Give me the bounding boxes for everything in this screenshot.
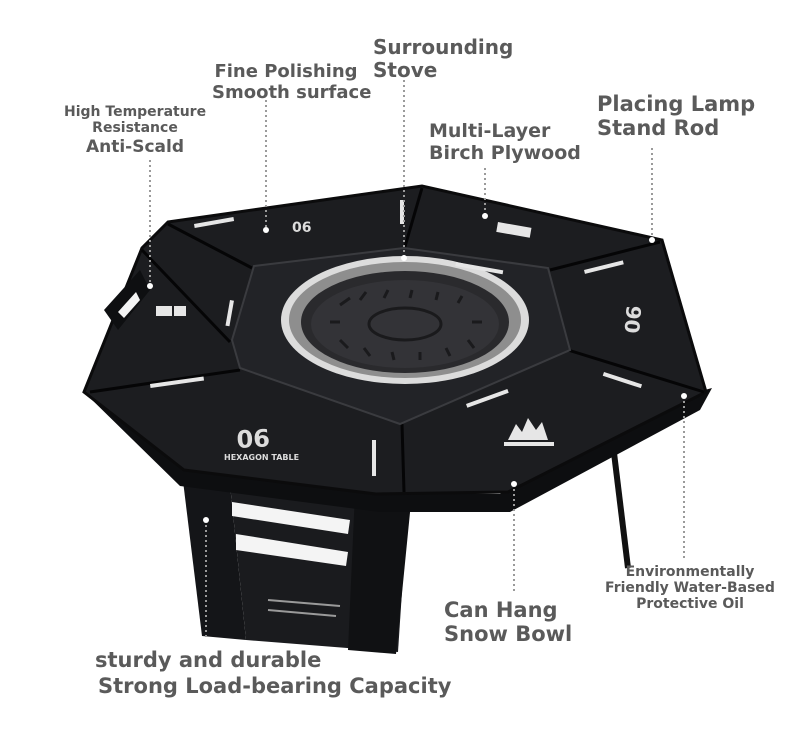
leader-lines	[149, 80, 685, 640]
callout-birch-plywood: Multi-Layer Birch Plywood	[429, 120, 581, 165]
callout-high-temperature: High Temperature Resistance Anti-Scald	[64, 104, 206, 158]
table-name-print: HEXAGON TABLE	[224, 453, 299, 462]
grill-stove	[281, 256, 529, 384]
callout-snow-bowl: Can Hang Snow Bowl	[444, 598, 572, 646]
side-handle	[104, 270, 150, 330]
callout-line: Environmentally	[625, 564, 755, 580]
brand-number-print-right: 06	[620, 305, 646, 335]
callout-fine-polishing: Fine Polishing Smooth surface	[212, 61, 372, 103]
brand-number-print: 06	[236, 424, 271, 454]
leg-slot	[236, 534, 348, 566]
callout-line: Fine Polishing	[214, 61, 358, 82]
table-graphics: 06 HEXAGON TABLE 06 06	[150, 200, 646, 476]
leader-dots	[147, 213, 687, 523]
callout-line: Strong Load-bearing Capacity	[98, 674, 452, 699]
callout-line: Protective Oil	[636, 596, 744, 613]
callout-line: Resistance	[92, 120, 178, 137]
callout-surrounding-stove: Surrounding Stove	[373, 36, 513, 82]
callout-line: Multi-Layer	[429, 120, 551, 142]
panel-seams	[89, 187, 705, 493]
callout-line: Stove	[373, 58, 438, 82]
callout-line: Smooth surface	[212, 81, 372, 103]
forest-logo-print	[504, 418, 554, 446]
callout-line: Friendly Water-Based	[605, 580, 775, 597]
callout-line: Birch Plywood	[429, 141, 581, 164]
callout-line: Placing Lamp	[597, 92, 756, 116]
callout-line: sturdy and durable	[95, 648, 322, 672]
brand-number-print-top: 06	[292, 220, 311, 236]
callout-sturdy-durable: sturdy and durable Strong Load-bearing C…	[95, 648, 451, 698]
callout-line: Can Hang	[444, 598, 558, 622]
callout-line: Stand Rod	[597, 116, 720, 141]
leg-slot	[232, 502, 350, 534]
callout-protective-oil: Environmentally Friendly Water-Based Pro…	[604, 564, 776, 612]
callout-lamp-stand-rod: Placing Lamp Stand Rod	[597, 92, 755, 140]
callout-line: Snow Bowl	[444, 622, 573, 647]
callout-line: Anti-Scald	[85, 137, 185, 158]
callout-line: High Temperature	[64, 104, 207, 120]
callout-line: Surrounding	[373, 35, 514, 59]
